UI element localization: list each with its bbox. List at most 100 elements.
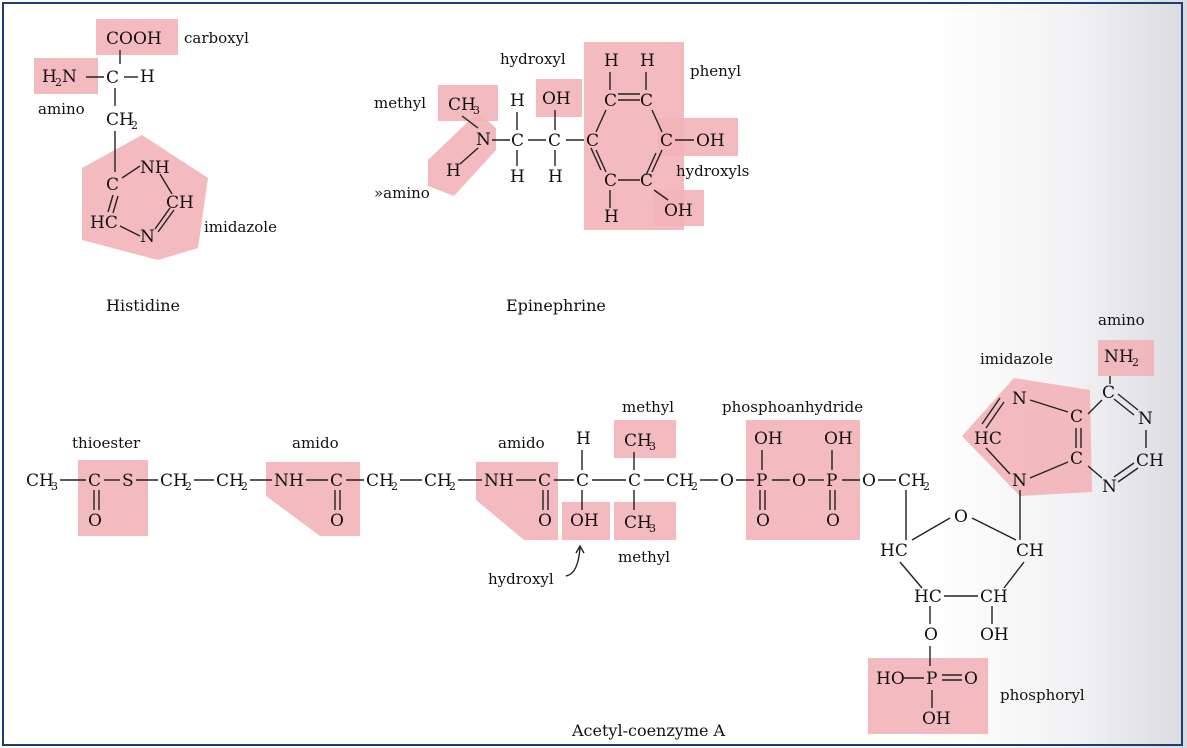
atom-h: H: [576, 429, 591, 449]
label-amino: »amino: [374, 184, 430, 202]
atom-ring-c: C: [106, 175, 119, 195]
atom-oh-p3: OH: [922, 709, 951, 729]
atom-ring-h1: H: [604, 51, 619, 71]
atom-ch2: CH: [106, 110, 134, 130]
atom-ch3a-sub: 3: [649, 440, 656, 453]
label-imidazole: imidazole: [204, 218, 277, 236]
atom-c1: C: [511, 131, 524, 151]
atom-ring-h3: H: [604, 207, 619, 227]
atom-o3: O: [538, 511, 552, 531]
label-hydroxyl: hydroxyl: [500, 50, 566, 68]
atom-ring-hc: HC: [90, 213, 118, 233]
atom-cooh: COOH: [106, 29, 162, 49]
atom-ch2f-sub: 2: [923, 480, 930, 493]
atom-ring-c2: C: [604, 91, 617, 111]
atom-ch2-sub: 2: [131, 119, 138, 132]
atom-c4: C: [576, 471, 589, 491]
atom-ch2b-sub: 2: [241, 480, 248, 493]
label-imidazole: imidazole: [980, 350, 1053, 368]
atom-h-alpha: H: [140, 67, 155, 87]
atom-ch3b: CH: [624, 513, 652, 533]
epinephrine-methyl-highlight: [438, 85, 498, 121]
atom-ch2a: CH: [160, 471, 188, 491]
atom-ring-ch: CH: [166, 193, 194, 213]
atom-h2n-n: N: [62, 67, 77, 87]
atom-o5: O: [792, 471, 806, 491]
atom-pur-nh2-sub: 2: [1132, 356, 1139, 369]
label-amido2: amido: [498, 434, 545, 452]
label-phosphoanhydride: phosphoanhydride: [722, 398, 863, 416]
atom-h-bot2: H: [548, 167, 563, 187]
hydroxyl-arrow-head: [575, 544, 585, 554]
atom-oh-p1: OH: [754, 429, 783, 449]
atom-n: N: [476, 130, 491, 150]
acoa-phosphoanhydride-highlight: [746, 420, 860, 540]
atom-im-n1: N: [1012, 389, 1027, 409]
label-hydroxyls: hydroxyls: [676, 162, 749, 180]
atom-ch2d: CH: [424, 471, 452, 491]
epinephrine-hydroxyl-highlight: [536, 79, 582, 117]
acoa-amino-highlight: [1098, 340, 1154, 376]
epinephrine-amino-highlight: [428, 112, 496, 196]
atom-ring-c1: C: [586, 131, 599, 151]
atom-pur-nh2: NH: [1104, 347, 1134, 367]
atom-ch2e-sub: 2: [691, 480, 698, 493]
atom-ring-o: O: [954, 507, 968, 527]
atom-p1: P: [756, 471, 767, 491]
atom-ring-oh: OH: [980, 625, 1009, 645]
histidine-amino-highlight: [34, 58, 98, 94]
acoa-methyl1-highlight: [614, 420, 676, 458]
atom-oh: OH: [570, 511, 599, 531]
acoa-phosphoryl-highlight: [868, 658, 988, 734]
atom-s: S: [122, 471, 134, 491]
atom-ring-ch2: CH: [980, 587, 1008, 607]
atom-ring-ch1: CH: [1016, 541, 1044, 561]
caption-epinephrine: Epinephrine: [506, 296, 606, 315]
atom-c3: C: [538, 471, 551, 491]
atom-oh-p2: OH: [824, 429, 853, 449]
atom-h2n-sub: 2: [55, 76, 62, 89]
caption-histidine: Histidine: [106, 296, 180, 315]
atom-ch2e: CH: [666, 471, 694, 491]
label-amido1: amido: [292, 434, 339, 452]
atom-ring-n: N: [140, 227, 155, 247]
atom-pur-n2: N: [1102, 477, 1117, 497]
atom-o4: O: [720, 471, 734, 491]
atom-ch3: CH: [26, 471, 54, 491]
label-methyl: methyl: [374, 94, 426, 112]
atom-ch2f: CH: [898, 471, 926, 491]
acoa-imidazole-highlight: [962, 378, 1092, 496]
atom-ch2d-sub: 2: [449, 480, 456, 493]
label-methyl1: methyl: [622, 398, 674, 416]
acoa-amido2-highlight: [476, 462, 558, 540]
atom-h2n-h: H: [42, 67, 57, 87]
hydroxyl-arrow: [565, 547, 581, 577]
atom-ch3: CH: [448, 95, 476, 115]
histidine-structure: COOH carboxyl H 2 N C H amino CH 2 C NH …: [38, 29, 277, 315]
label-hydroxyl: hydroxyl: [488, 570, 554, 588]
atom-ch2c: CH: [366, 471, 394, 491]
atom-ch2a-sub: 2: [185, 480, 192, 493]
atom-c2: C: [548, 131, 561, 151]
atom-im-hc: HC: [974, 429, 1002, 449]
label-phosphoryl: phosphoryl: [1000, 686, 1085, 704]
atom-ch2b: CH: [216, 471, 244, 491]
atom-im-c1: C: [1070, 407, 1083, 427]
atom-oh-top: OH: [542, 89, 571, 109]
atom-ring-hc1: HC: [880, 541, 908, 561]
atom-ring-oh1: OH: [696, 131, 725, 151]
atom-nh2: NH: [484, 471, 514, 491]
atom-ch2c-sub: 2: [391, 480, 398, 493]
caption-acetylcoa: Acetyl-coenzyme A: [571, 721, 726, 740]
acoa-thioester-highlight: [78, 460, 148, 536]
highlight-regions: [34, 19, 1154, 734]
label-amino: amino: [1098, 311, 1145, 329]
atom-p2: P: [826, 471, 837, 491]
atom-ch3a: CH: [624, 431, 652, 451]
atom-ho-p3: HO: [876, 669, 905, 689]
atom-ring-h2: H: [640, 51, 655, 71]
atom-nh1: NH: [274, 471, 304, 491]
